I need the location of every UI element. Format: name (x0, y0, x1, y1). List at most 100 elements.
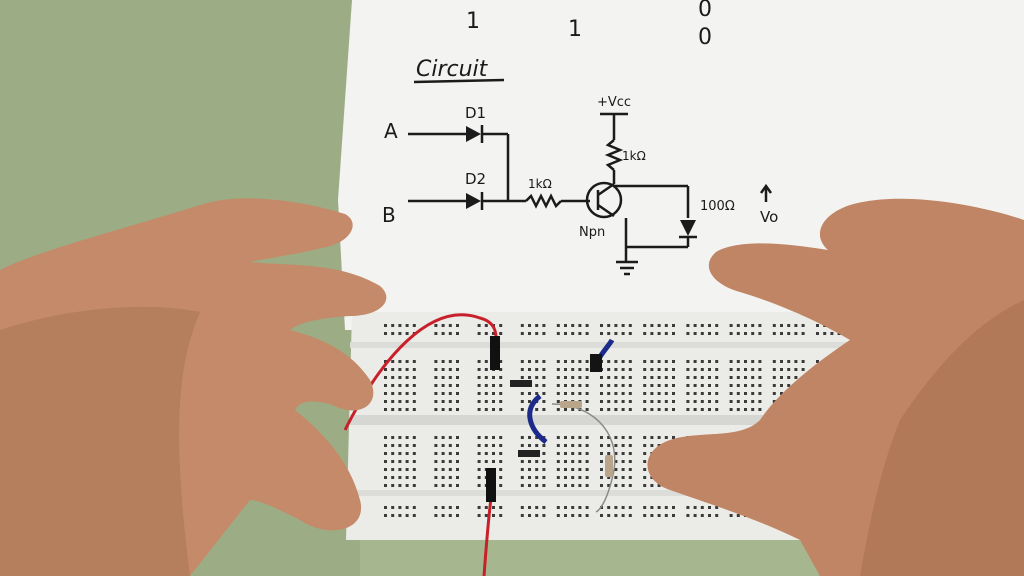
breadboard-hole (398, 324, 402, 327)
breadboard-hole (477, 476, 481, 479)
breadboard-hole (628, 400, 632, 403)
breadboard-hole (700, 324, 704, 327)
breadboard-hole (542, 384, 546, 387)
breadboard-hole (477, 392, 481, 395)
breadboard-hole (621, 332, 625, 335)
breadboard-hole (672, 376, 675, 379)
breadboard-hole (492, 514, 495, 517)
breadboard-hole (614, 452, 618, 455)
breadboard-hole (499, 368, 503, 371)
breadboard-hole (607, 514, 611, 517)
breadboard-hole (621, 376, 625, 379)
breadboard-hole (492, 506, 495, 509)
breadboard-hole (477, 460, 481, 463)
red-wire-top (343, 313, 498, 431)
breadboard-hole (614, 392, 618, 395)
resistor-component-2 (605, 455, 613, 477)
truth-value-4: 0 (698, 25, 712, 50)
breadboard-hole (650, 392, 654, 395)
input-b-label: B (382, 203, 396, 227)
transistor-label: Npn (579, 225, 605, 240)
breadboard-hole (556, 436, 560, 439)
breadboard-hole (758, 408, 762, 411)
breadboard-hole (441, 506, 445, 509)
breadboard-hole (412, 384, 416, 387)
breadboard-hole (520, 506, 524, 509)
breadboard-rail-divider-top (350, 342, 880, 348)
breadboard-hole (571, 484, 575, 487)
breadboard-hole (643, 484, 647, 487)
breadboard-hole (499, 468, 503, 471)
breadboard-hole (398, 332, 402, 335)
breadboard-hole (650, 436, 654, 439)
breadboard-hole (564, 376, 567, 379)
breadboard-hole (434, 452, 438, 455)
breadboard-hole (693, 400, 697, 403)
breadboard-hole (600, 400, 603, 403)
breadboard-hole (621, 384, 625, 387)
breadboard-hole (520, 436, 524, 439)
breadboard-hole (542, 368, 546, 371)
breadboard-hole (643, 400, 647, 403)
breadboard-hole (448, 400, 452, 403)
breadboard-hole (729, 392, 733, 395)
breadboard-hole (434, 332, 438, 335)
breadboard-hole (600, 384, 603, 387)
breadboard-hole (607, 452, 611, 455)
breadboard-hole (412, 324, 416, 327)
breadboard-hole (772, 392, 776, 395)
breadboard-hole (492, 400, 495, 403)
breadboard-hole (484, 408, 488, 411)
breadboard-hole (628, 376, 632, 379)
breadboard-hole (398, 408, 402, 411)
breadboard-hole (448, 376, 452, 379)
breadboard-hole (693, 408, 697, 411)
breadboard-hole (578, 468, 582, 471)
breadboard-hole (398, 376, 402, 379)
breadboard-hole (456, 324, 459, 327)
breadboard-hole (614, 506, 618, 509)
breadboard-hole (744, 360, 747, 363)
breadboard-hole (686, 400, 690, 403)
breadboard-hole (434, 506, 438, 509)
breadboard-hole (564, 452, 567, 455)
breadboard-hole (542, 360, 546, 363)
breadboard-hole (434, 384, 438, 387)
breadboard-hole (621, 484, 625, 487)
breadboard-hole (564, 392, 567, 395)
breadboard-hole (448, 324, 452, 327)
breadboard-hole (542, 408, 546, 411)
breadboard-hole (384, 514, 387, 517)
breadboard-hole (391, 506, 395, 509)
breadboard-hole (542, 476, 546, 479)
breadboard-hole (384, 460, 387, 463)
breadboard-hole (715, 360, 719, 363)
breadboard-hole (744, 368, 747, 371)
breadboard-hole (708, 514, 711, 517)
breadboard-hole (650, 368, 654, 371)
breadboard-hole (578, 476, 582, 479)
breadboard-hole (571, 444, 575, 447)
breadboard-hole (657, 408, 661, 411)
breadboard-hole (628, 360, 632, 363)
breadboard-hole (672, 332, 675, 335)
breadboard-hole (492, 408, 495, 411)
breadboard-hole (571, 376, 575, 379)
breadboard-hole (816, 324, 819, 327)
breadboard-hole (571, 476, 575, 479)
breadboard-hole (758, 368, 762, 371)
breadboard-hole (772, 400, 776, 403)
breadboard-hole (600, 444, 603, 447)
breadboard-hole (736, 408, 740, 411)
breadboard-hole (614, 476, 618, 479)
breadboard-hole (520, 368, 524, 371)
breadboard-hole (686, 376, 690, 379)
breadboard-hole (535, 376, 539, 379)
breadboard-hole (564, 444, 567, 447)
breadboard-hole (434, 484, 438, 487)
breadboard-hole (556, 332, 560, 335)
breadboard-hole (398, 392, 402, 395)
breadboard-hole (708, 400, 711, 403)
breadboard-channel (350, 415, 890, 425)
